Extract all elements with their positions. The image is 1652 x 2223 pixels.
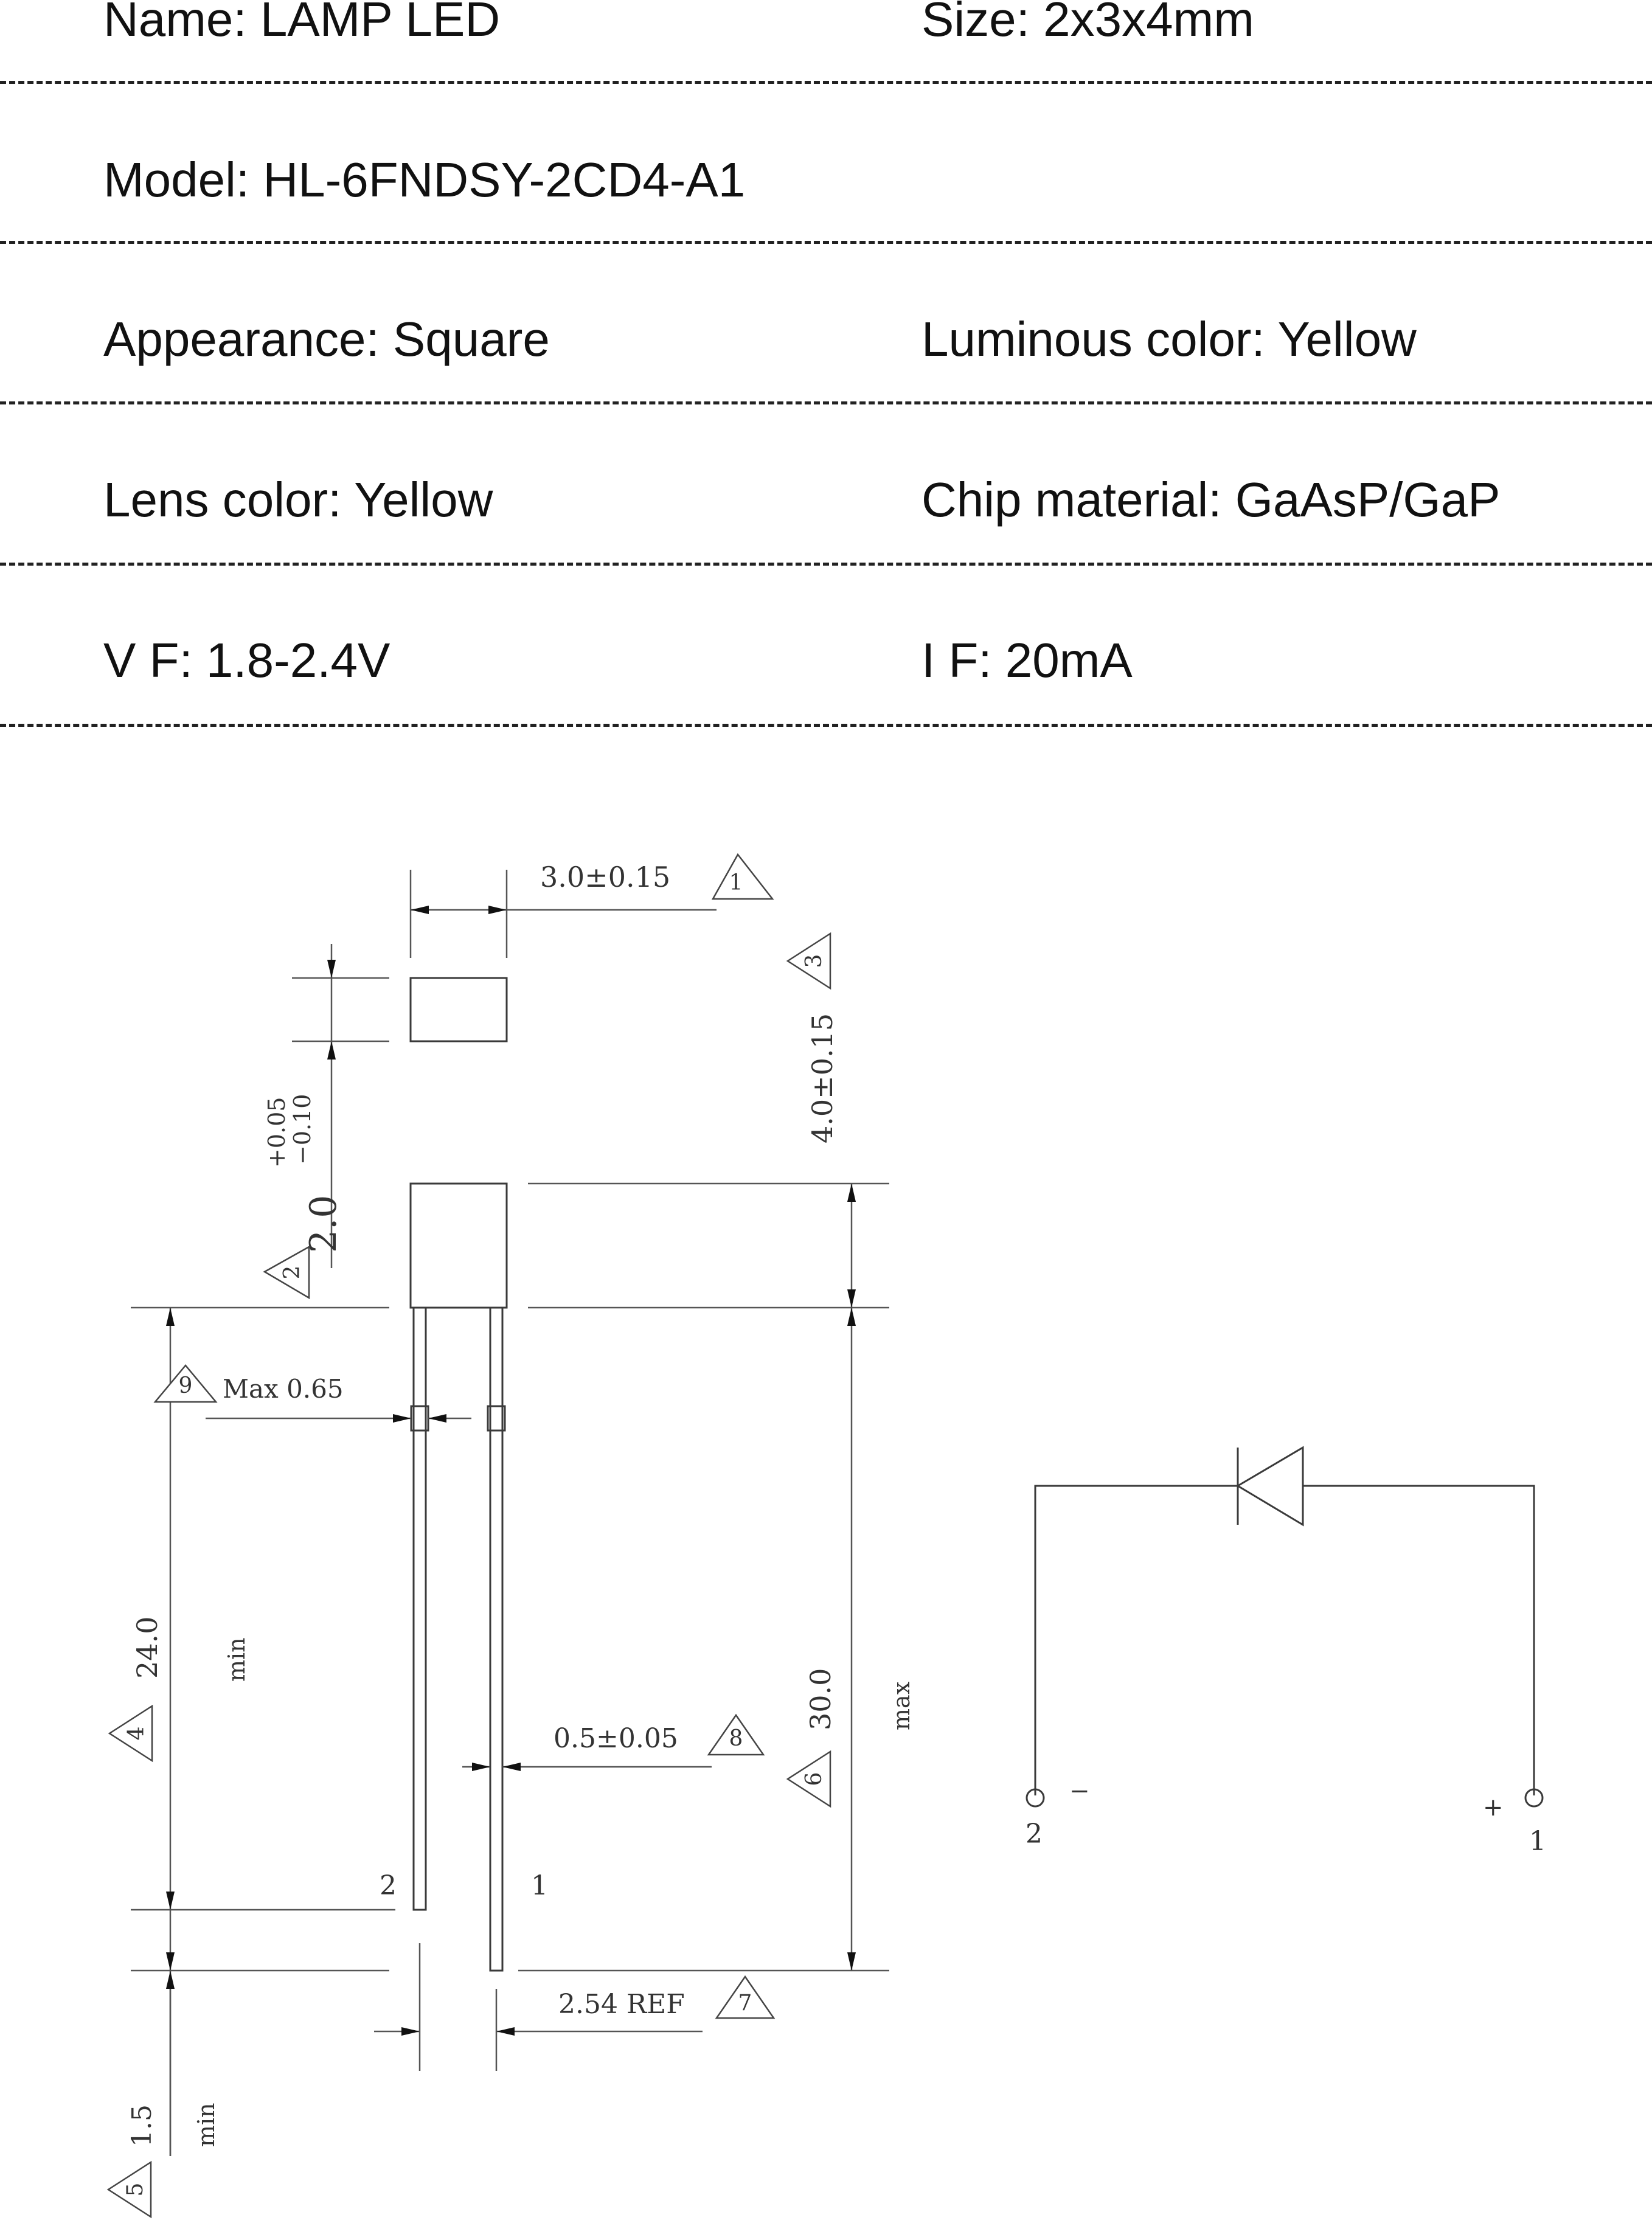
dim-depth-tol-minus: −0.10 <box>289 1094 316 1165</box>
svg-text:5: 5 <box>123 2183 148 2197</box>
svg-text:6: 6 <box>802 1772 827 1786</box>
callout-9 <box>153 1364 218 1403</box>
dim-standoff: 1.5 <box>127 2104 158 2147</box>
spec-model: Model: HL-6FNDSY-2CD4-A1 <box>103 153 746 207</box>
callout-7 <box>715 1975 776 2019</box>
dim-pitch: 2.54 REF <box>558 1989 685 2020</box>
dim-depth-tol-plus: +0.05 <box>263 1097 290 1168</box>
spec-table: Name: LAMP LED Size: 2x3x4mm Model: HL-6… <box>0 0 1652 736</box>
dim-width: 3.0±0.15 <box>540 861 670 893</box>
led-body <box>409 1182 508 1309</box>
pin-1-label: 1 <box>531 1870 548 1901</box>
dim-standoff-note: min <box>193 2103 220 2147</box>
schematic-pin-1 <box>1524 1788 1544 1808</box>
svg-text:4: 4 <box>124 1727 149 1741</box>
dim-height: 4.0±0.15 <box>806 1013 839 1143</box>
lead-anode <box>489 1306 504 1972</box>
divider <box>0 241 1652 244</box>
dim-lead-length: 24.0 <box>131 1617 164 1679</box>
spec-appearance: Appearance: Square <box>103 312 550 366</box>
callout-8 <box>707 1713 765 1756</box>
svg-text:2: 2 <box>280 1266 305 1280</box>
dim-lead-diameter: 0.5±0.05 <box>554 1723 678 1754</box>
svg-text:7: 7 <box>738 1991 752 2016</box>
dim-total-length: 30.0 <box>804 1668 837 1730</box>
svg-text:1: 1 <box>729 870 743 895</box>
dim-lead-length-note: min <box>223 1637 250 1682</box>
diode-schematic: 2 1 − + <box>1026 1446 1546 1857</box>
schematic-minus: − <box>1069 1777 1090 1805</box>
divider <box>0 724 1652 727</box>
dim-total-length-note: max <box>888 1682 915 1730</box>
spec-chip-material: Chip material: GaAsP/GaP <box>921 473 1501 527</box>
lead-kink-right <box>487 1405 506 1432</box>
dim-max-lead-width: Max 0.65 <box>223 1374 344 1404</box>
dim-depth: 2.0 <box>302 1195 345 1253</box>
callout-3 <box>786 932 831 990</box>
spec-if: I F: 20mA <box>921 633 1133 687</box>
spec-lens-color: Lens color: Yellow <box>103 473 493 527</box>
spec-name: Name: LAMP LED <box>103 0 501 46</box>
divider <box>0 81 1652 84</box>
svg-text:9: 9 <box>179 1373 193 1398</box>
callout-5 <box>106 2160 152 2219</box>
svg-text:8: 8 <box>729 1726 743 1751</box>
led-top-view <box>409 977 508 1042</box>
divider <box>0 563 1652 566</box>
spec-vf: V F: 1.8-2.4V <box>103 633 390 687</box>
callout-2 <box>263 1245 310 1300</box>
schematic-pin-1-label: 1 <box>1529 1826 1546 1857</box>
pin-2-label: 2 <box>380 1870 397 1901</box>
callout-6 <box>786 1750 831 1808</box>
schematic-pin-2 <box>1026 1788 1045 1808</box>
spec-luminous-color: Luminous color: Yellow <box>921 312 1417 366</box>
schematic-plus: + <box>1483 1794 1504 1822</box>
schematic-pin-2-label: 2 <box>1026 1819 1043 1850</box>
callout-4 <box>108 1704 153 1763</box>
spec-size: Size: 2x3x4mm <box>921 0 1254 46</box>
diode-triangle <box>1236 1446 1304 1527</box>
lead-cathode <box>412 1306 427 1911</box>
divider <box>0 401 1652 404</box>
callout-1 <box>711 853 774 900</box>
svg-text:3: 3 <box>802 954 827 968</box>
